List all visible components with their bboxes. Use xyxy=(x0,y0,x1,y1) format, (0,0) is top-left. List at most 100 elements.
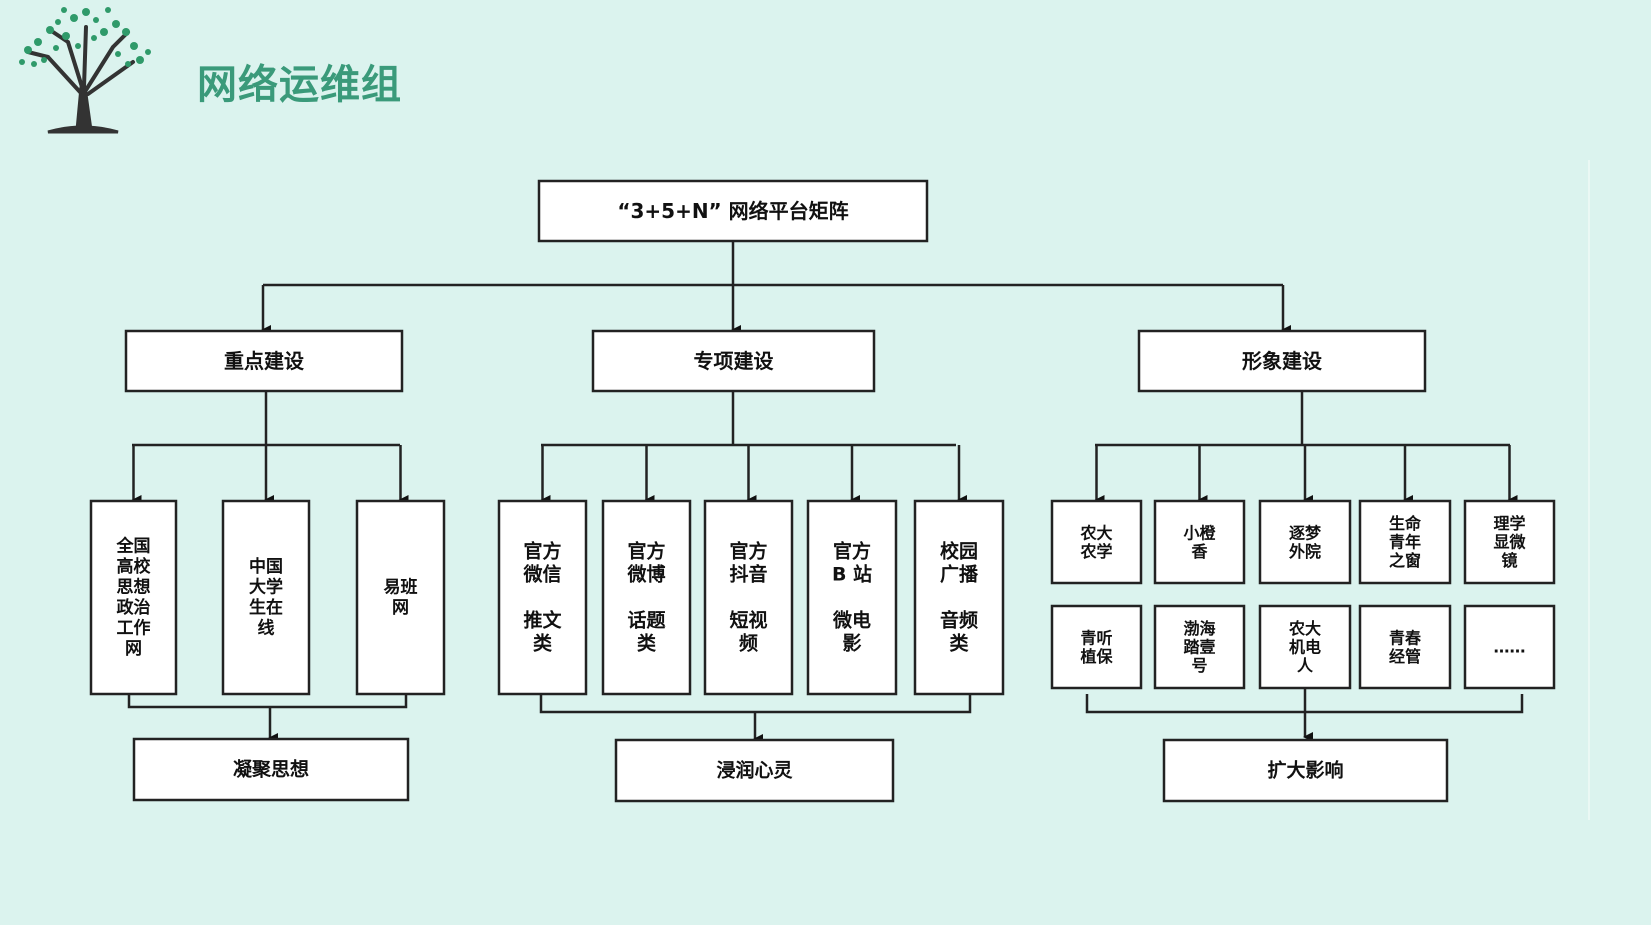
leaf-node-frame xyxy=(806,499,898,696)
leaf-node-text: 微电 xyxy=(832,609,871,632)
outcome-node-3-text: 扩大影响 xyxy=(1267,759,1343,782)
leaf-node-frame xyxy=(703,499,794,696)
leaf-node-frame xyxy=(1258,499,1352,585)
leaf-node-text: 外院 xyxy=(1288,542,1321,561)
leaf-node-text: 渤海 xyxy=(1183,619,1215,638)
leaf-node-text: 全国 xyxy=(116,535,151,556)
leaf-node-frame xyxy=(89,499,178,696)
leaf-node-text: 植保 xyxy=(1079,647,1113,666)
leaf-node-text: 类 xyxy=(533,632,552,655)
leaf-node-text: 微信 xyxy=(522,563,561,586)
leaf-node-text: 生在 xyxy=(249,597,283,618)
leaf-node-text: 官方 xyxy=(729,540,767,563)
leaf-node-text: B 站 xyxy=(832,563,872,586)
outcome-node-2: 浸润心灵 xyxy=(614,738,895,803)
branch-node-2-text: 专项建设 xyxy=(694,349,774,373)
bracket-line xyxy=(127,694,408,709)
leaf-node-text: 频 xyxy=(739,632,758,655)
root-node-text: “3+5+N” 网络平台矩阵 xyxy=(617,199,848,223)
leaf-node-text: 网 xyxy=(125,639,142,659)
leaf-node-frame xyxy=(601,499,692,696)
leaf-node-text: 人 xyxy=(1297,656,1314,675)
outcome-node-3-frame xyxy=(1162,738,1449,803)
leaf-node-text: 镜 xyxy=(1501,551,1517,570)
branch-node-2: 专项建设 xyxy=(591,329,876,393)
leaf-node-frame xyxy=(221,499,311,696)
leaf-node-frame xyxy=(1050,604,1143,690)
leaf-node-text: 机电 xyxy=(1289,638,1321,657)
leaf-node-text: 抖音 xyxy=(729,563,767,586)
branch-node-1-frame xyxy=(124,329,404,393)
leaf-node-frame xyxy=(913,499,1005,696)
slide-edge xyxy=(1588,160,1590,820)
leaf-node-frame xyxy=(497,499,588,696)
leaf-node-text: 农大 xyxy=(1288,619,1321,638)
branch-node-3-frame xyxy=(1137,329,1427,393)
leaf-node-text: 推文 xyxy=(523,609,562,632)
leaf-node-text: 官方 xyxy=(523,540,561,563)
leaf-node-text: 农大 xyxy=(1079,523,1112,542)
branch-node-3-text: 形象建设 xyxy=(1242,349,1322,373)
outcome-node-1: 凝聚思想 xyxy=(132,737,410,802)
leaf-node-text: 类 xyxy=(949,632,968,655)
leaf-node-frame xyxy=(1153,604,1246,690)
leaf-node-text: 号 xyxy=(1191,656,1207,675)
tree-trunk xyxy=(26,25,135,134)
leaf-node-text: 网 xyxy=(392,598,409,618)
leaf-node-text: …… xyxy=(1494,638,1526,657)
leaf-node-text: 话题 xyxy=(627,610,665,632)
leaf-node-frame xyxy=(355,499,446,696)
branch-node-1: 重点建设 xyxy=(124,329,404,393)
outcome-node-1-frame xyxy=(132,737,410,802)
leaf-node-text: 政治 xyxy=(117,597,151,618)
bracket-line xyxy=(539,694,972,714)
leaf-node-text: 工作 xyxy=(117,617,151,638)
leaf-node-text: 小橙 xyxy=(1183,523,1216,542)
leaf-node-text: 逐梦 xyxy=(1289,523,1322,542)
outcome-node-3: 扩大影响 xyxy=(1162,738,1449,803)
leaf-node-text: 踏壹 xyxy=(1183,638,1215,657)
leaf-node: …… xyxy=(1463,604,1556,690)
page-title: 网络运维组 xyxy=(197,61,402,108)
leaf-node-frame xyxy=(1463,604,1556,690)
branch-node-1-text: 重点建设 xyxy=(224,349,304,373)
leaf-node-text: 微博 xyxy=(626,563,665,586)
leaf-node-text: 官方 xyxy=(627,540,665,563)
leaf-node-frame xyxy=(1463,499,1556,585)
leaf-node-frame xyxy=(1358,499,1452,585)
leaf-node-text: 影 xyxy=(842,633,861,655)
leaf-node-text: 线 xyxy=(258,617,275,638)
outcome-node-2-text: 浸润心灵 xyxy=(716,759,793,782)
leaf-node-text: 官方 xyxy=(833,540,871,563)
leaf-node-text: 思想 xyxy=(117,576,151,597)
outcome-node-1-text: 凝聚思想 xyxy=(233,758,309,781)
leaf-node-text: 生命 xyxy=(1389,514,1422,533)
leaf-node-text: 音频 xyxy=(940,609,978,632)
leaf-node-text: 大学 xyxy=(249,576,283,597)
tree-leaves xyxy=(19,7,151,67)
leaf-node-text: 青听 xyxy=(1080,628,1112,647)
leaf-node: 易班网 xyxy=(355,499,446,696)
root-node-frame xyxy=(537,179,929,243)
branch-node-3: 形象建设 xyxy=(1137,329,1427,393)
leaf-node-frame xyxy=(1358,604,1452,690)
tree-icon xyxy=(19,7,151,134)
leaf-node-text: 类 xyxy=(637,632,656,655)
leaf-node-text: 农学 xyxy=(1079,542,1112,561)
leaf-node-text: 之窗 xyxy=(1389,551,1421,570)
leaf-node-text: 青春 xyxy=(1389,628,1422,647)
leaf-node-text: 校园 xyxy=(940,540,978,563)
leaf-node-frame xyxy=(1153,499,1246,585)
